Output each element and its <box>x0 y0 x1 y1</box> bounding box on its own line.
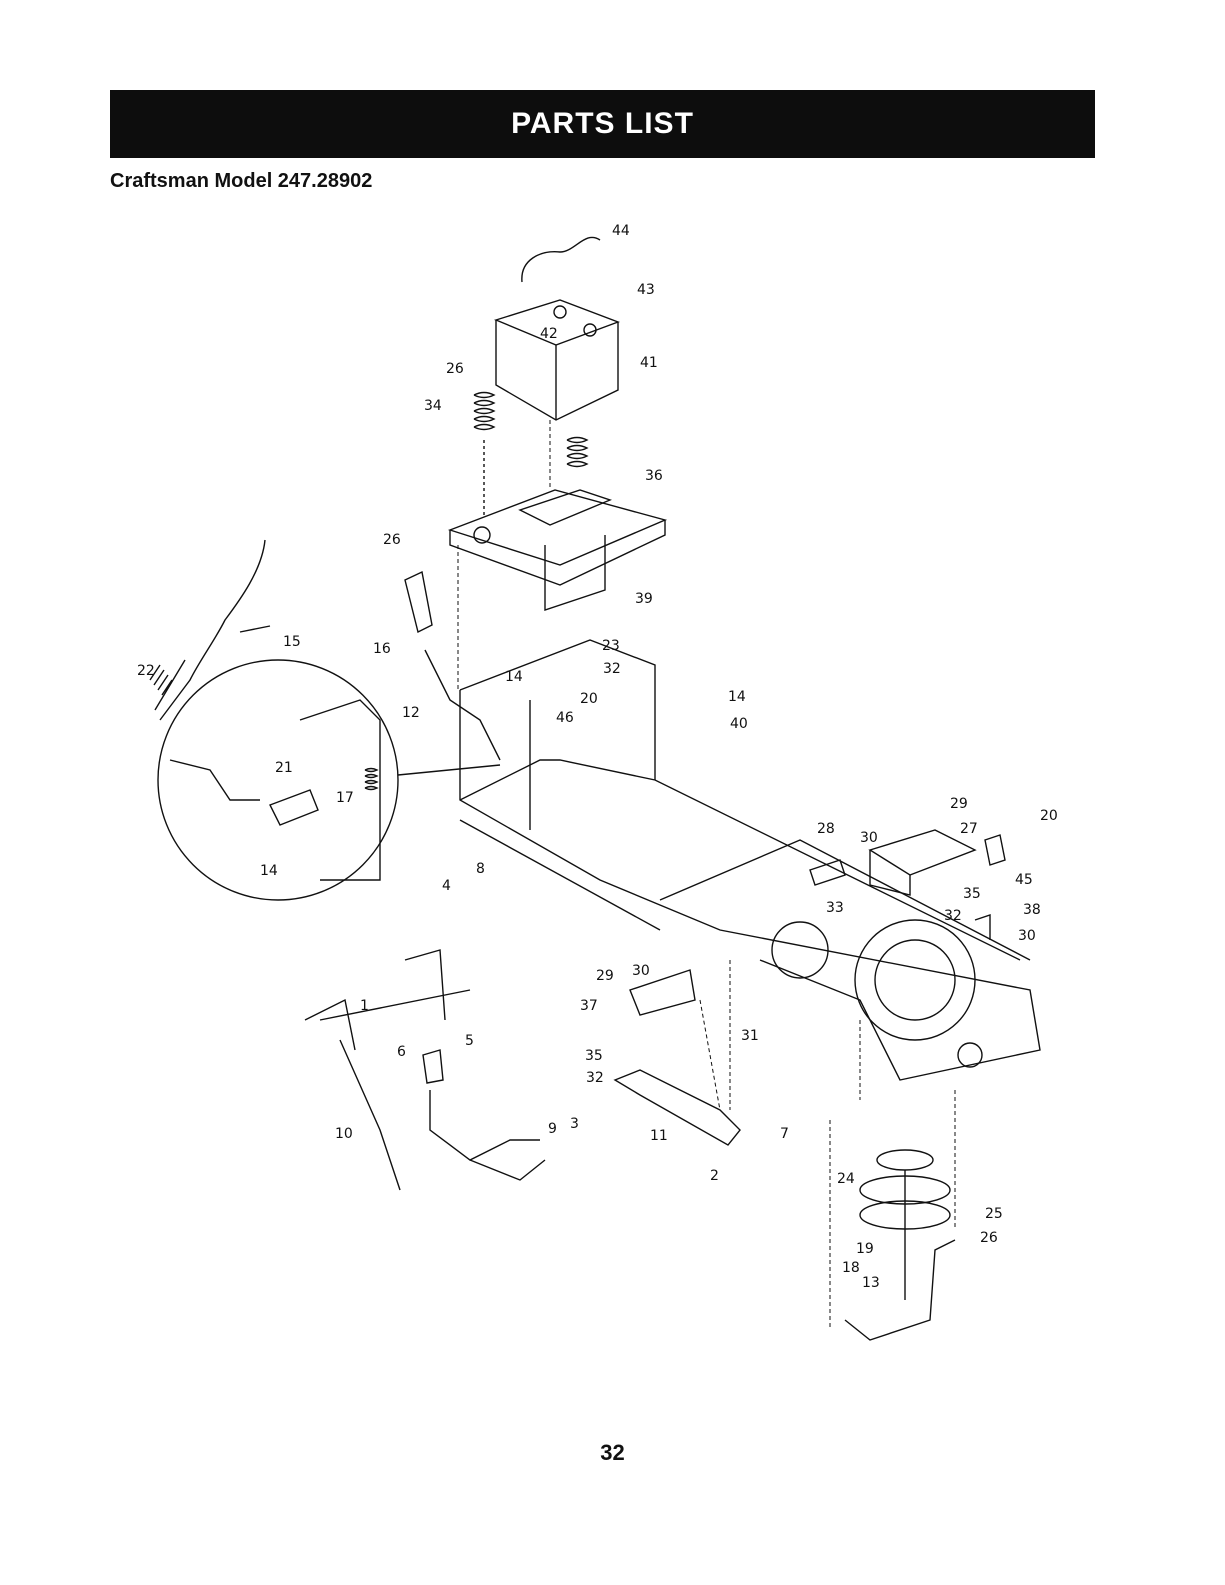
detail-circle <box>158 660 398 900</box>
pedal-assembly <box>305 950 545 1190</box>
callout-14a: 14 <box>505 669 523 685</box>
callout-27: 27 <box>960 821 978 837</box>
callout-21: 21 <box>275 760 293 776</box>
callout-35a: 35 <box>963 886 981 902</box>
callout-39: 39 <box>635 591 653 607</box>
callout-36: 36 <box>645 468 663 484</box>
callout-20a: 20 <box>580 691 598 707</box>
main-frame <box>460 640 1040 1080</box>
callout-10: 10 <box>335 1126 353 1142</box>
callout-26c: 26 <box>980 1230 998 1246</box>
callout-14b: 14 <box>728 689 746 705</box>
callout-1: 1 <box>360 998 369 1014</box>
callout-30a: 30 <box>860 830 878 846</box>
callout-23: 23 <box>602 638 620 654</box>
callout-29a: 29 <box>950 796 968 812</box>
callout-26a: 26 <box>446 361 464 377</box>
callout-13: 13 <box>862 1275 880 1291</box>
callout-32a: 32 <box>603 661 621 677</box>
callout-14c: 14 <box>260 863 278 879</box>
callout-30b: 30 <box>632 963 650 979</box>
callout-32b: 32 <box>944 908 962 924</box>
callout-38: 38 <box>1023 902 1041 918</box>
callout-5: 5 <box>465 1033 474 1049</box>
callout-37: 37 <box>580 998 598 1014</box>
callout-30c: 30 <box>1018 928 1036 944</box>
callout-29b: 29 <box>596 968 614 984</box>
callout-2: 2 <box>710 1168 719 1184</box>
shift-knob <box>405 572 432 632</box>
battery-cable <box>522 237 600 282</box>
callout-4: 4 <box>442 878 451 894</box>
callout-33: 33 <box>826 900 844 916</box>
callout-25: 25 <box>985 1206 1003 1222</box>
callout-20b: 20 <box>1040 808 1058 824</box>
callout-45: 45 <box>1015 872 1033 888</box>
callout-35b: 35 <box>585 1048 603 1064</box>
battery-tray <box>450 490 665 610</box>
callout-12: 12 <box>402 705 420 721</box>
callout-42: 42 <box>540 326 558 342</box>
callout-11: 11 <box>650 1128 668 1144</box>
callout-44: 44 <box>612 223 630 239</box>
callout-24: 24 <box>837 1171 855 1187</box>
callout-40: 40 <box>730 716 748 732</box>
callout-19: 19 <box>856 1241 874 1257</box>
shift-lever <box>425 650 500 760</box>
callout-8: 8 <box>476 861 485 877</box>
callout-7: 7 <box>780 1126 789 1142</box>
callout-34: 34 <box>424 398 442 414</box>
callout-17: 17 <box>336 790 354 806</box>
callout-16: 16 <box>373 641 391 657</box>
spring-22 <box>150 660 185 710</box>
callout-46: 46 <box>556 710 574 726</box>
callout-43: 43 <box>637 282 655 298</box>
callout-32c: 32 <box>586 1070 604 1086</box>
clip-15 <box>240 626 270 632</box>
callout-26b: 26 <box>383 532 401 548</box>
callout-41: 41 <box>640 355 658 371</box>
callout-22: 22 <box>137 663 155 679</box>
callout-28: 28 <box>817 821 835 837</box>
battery-illustration <box>496 300 618 420</box>
callout-6: 6 <box>397 1044 406 1060</box>
right-brackets <box>870 830 1005 940</box>
callout-31: 31 <box>741 1028 759 1044</box>
callout-18: 18 <box>842 1260 860 1276</box>
callout-15: 15 <box>283 634 301 650</box>
brake-arm <box>615 1070 740 1145</box>
callout-9: 9 <box>548 1121 557 1137</box>
callout-3: 3 <box>570 1116 579 1132</box>
page-number: 32 <box>0 1440 1225 1466</box>
